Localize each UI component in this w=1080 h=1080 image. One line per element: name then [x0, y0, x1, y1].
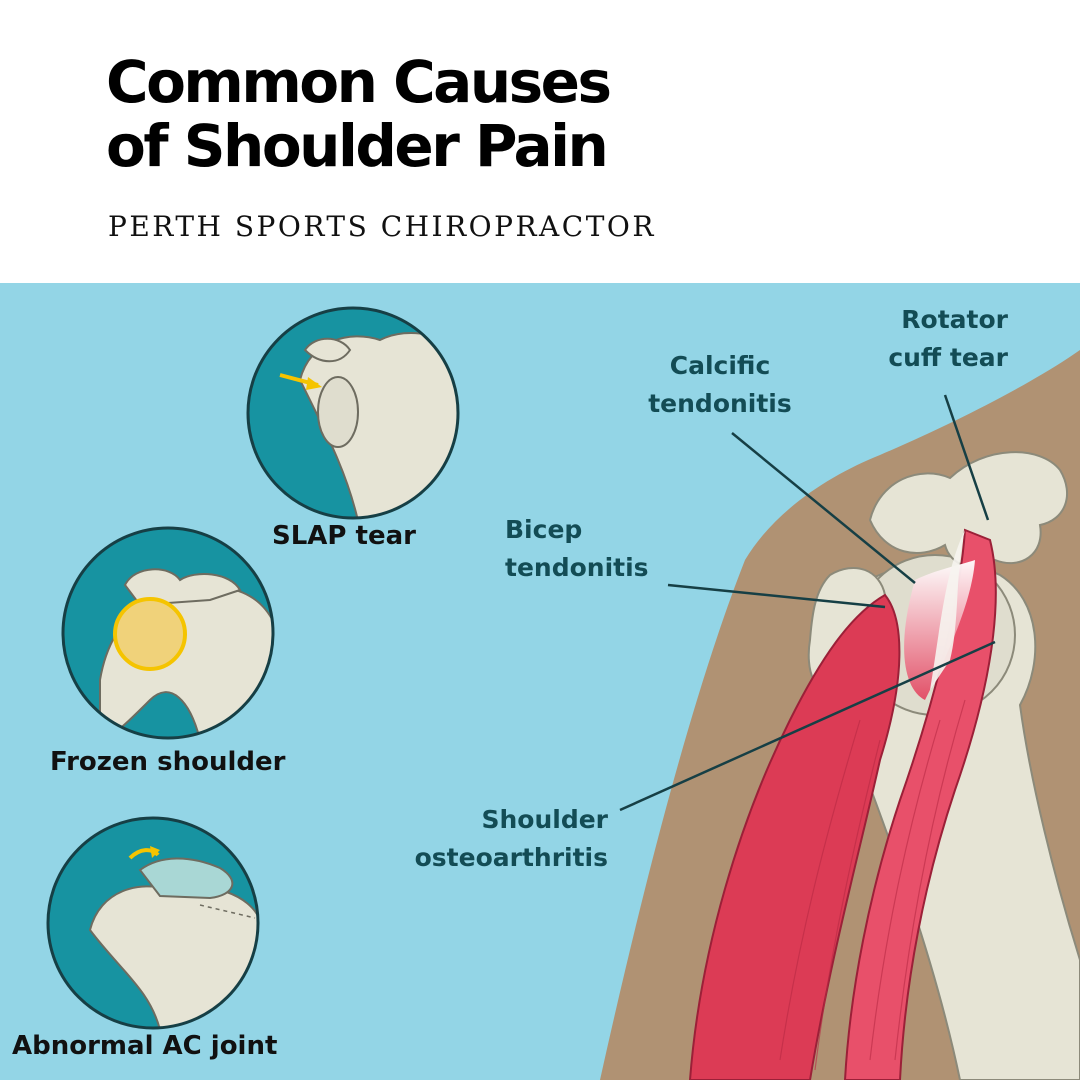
caption-frozen-shoulder: Frozen shoulder [50, 747, 286, 777]
label-shoulder-osteoarthritis: Shoulder osteoarthritis [398, 801, 608, 877]
label-oa-line2: osteoarthritis [414, 843, 608, 872]
label-rotator-line2: cuff tear [888, 343, 1008, 372]
label-calcific-line2: tendonitis [648, 389, 792, 418]
inset-slap-tear [248, 308, 458, 518]
callout-line-bicep [667, 583, 886, 609]
header: Common Causes of Shoulder Pain PERTH SPO… [0, 0, 1080, 283]
illustration-panel: Rotator cuff tear Calcific tendonitis Bi… [0, 283, 1080, 1080]
title-line-2: of Shoulder Pain [106, 112, 609, 180]
caption-slap-tear: SLAP tear [272, 521, 416, 551]
label-bicep-line1: Bicep [505, 515, 583, 544]
label-rotator-line1: Rotator [901, 305, 1008, 334]
label-bicep-line2: tendonitis [505, 553, 649, 582]
subtitle: PERTH SPORTS CHIROPRACTOR [108, 210, 656, 243]
acromion-bone [868, 451, 1069, 569]
label-calcific-line1: Calcific [669, 351, 771, 380]
shoulder-illustration [46, 306, 1080, 1080]
label-oa-line1: Shoulder [481, 805, 608, 834]
label-rotator-cuff-tear: Rotator cuff tear [888, 301, 1008, 377]
label-bicep-tendonitis: Bicep tendonitis [505, 511, 649, 587]
caption-abnormal-ac-joint: Abnormal AC joint [12, 1031, 278, 1061]
bicep-muscle [688, 593, 901, 1080]
page-title: Common Causes of Shoulder Pain [106, 48, 612, 180]
inset-abnormal-ac-joint [48, 818, 258, 1028]
callout-line-oa [619, 640, 996, 812]
label-calcific-tendonitis: Calcific tendonitis [640, 347, 800, 423]
callout-line-calcific [731, 432, 916, 584]
title-line-1: Common Causes [106, 48, 612, 116]
inset-frozen-shoulder [63, 528, 273, 738]
callout-line-rotator [943, 394, 990, 521]
